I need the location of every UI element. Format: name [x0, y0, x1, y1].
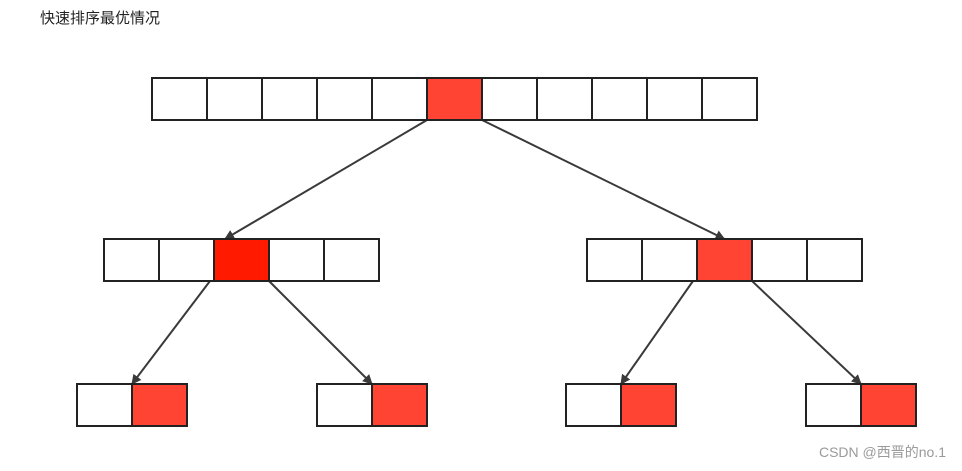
array-cell: [805, 383, 862, 427]
watermark: CSDN @西晋的no.1: [818, 444, 946, 460]
level3-array-1: [76, 383, 188, 427]
array-cell: [206, 77, 263, 121]
array-cell: [261, 77, 318, 121]
arrow-l2-2-right: [751, 280, 862, 385]
array-cell: [591, 77, 648, 121]
array-cell: [268, 238, 325, 282]
arrow-l2-1-left: [131, 280, 211, 385]
array-cell: [751, 238, 808, 282]
array-cell: [323, 238, 380, 282]
array-cell: [586, 238, 643, 282]
array-cell: [646, 77, 703, 121]
pivot-cell: [371, 383, 428, 427]
arrow-l2-2-left: [620, 280, 694, 385]
pivot-cell: [696, 238, 753, 282]
level3-array-4: [805, 383, 917, 427]
level3-array-2: [316, 383, 428, 427]
level3-array-3: [565, 383, 677, 427]
root-array: [151, 77, 758, 121]
array-cell: [316, 383, 373, 427]
array-cell: [158, 238, 215, 282]
array-cell: [481, 77, 538, 121]
pivot-cell: [620, 383, 677, 427]
arrow-root-right: [481, 119, 726, 240]
array-cell: [701, 77, 758, 121]
array-cell: [371, 77, 428, 121]
arrow-root-left: [224, 119, 428, 240]
pivot-cell: [426, 77, 483, 121]
array-cell: [806, 238, 863, 282]
array-cell: [641, 238, 698, 282]
pivot-cell: [213, 238, 270, 282]
array-cell: [103, 238, 160, 282]
pivot-cell: [131, 383, 188, 427]
array-cell: [76, 383, 133, 427]
array-cell: [536, 77, 593, 121]
diagram-title: 快速排序最优情况: [40, 9, 161, 27]
pivot-cell: [860, 383, 917, 427]
arrow-l2-1-right: [268, 280, 373, 385]
array-cell: [316, 77, 373, 121]
arrays-layer: [76, 77, 917, 427]
array-cell: [151, 77, 208, 121]
level2-array-1: [103, 238, 380, 282]
arrows-layer: [131, 119, 862, 385]
level2-array-2: [586, 238, 863, 282]
array-cell: [565, 383, 622, 427]
